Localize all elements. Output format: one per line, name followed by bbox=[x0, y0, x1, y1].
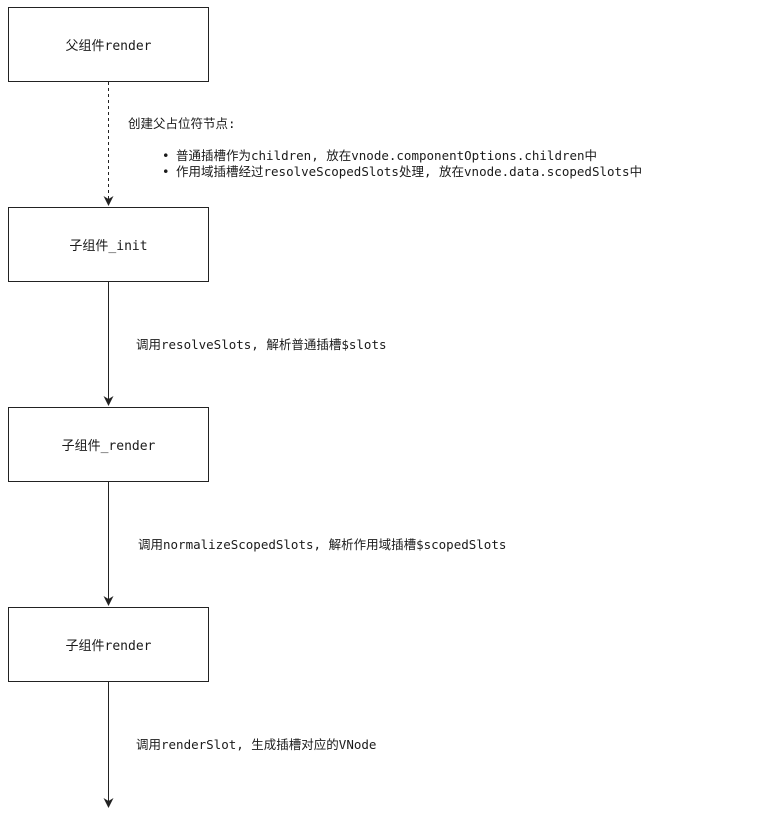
node-label: 子组件_render bbox=[61, 439, 156, 454]
node-label: 子组件render bbox=[65, 639, 152, 654]
edge-4-label: 调用renderSlot, 生成插槽对应的VNode bbox=[136, 737, 377, 752]
edge-1-title: 创建父占位符节点: bbox=[128, 116, 236, 131]
node-child-underscore-render: 子组件_render bbox=[8, 407, 209, 482]
node-label: 父组件render bbox=[65, 39, 152, 54]
edge-3-label: 调用normalizeScopedSlots, 解析作用域插槽$scopedSl… bbox=[138, 537, 507, 552]
node-child-render: 子组件render bbox=[8, 607, 209, 682]
edge-1-bullet: 作用域插槽经过resolveScopedSlots处理, 放在vnode.dat… bbox=[162, 164, 642, 180]
node-label: 子组件_init bbox=[69, 239, 148, 254]
node-child-init: 子组件_init bbox=[8, 207, 209, 282]
edge-1-bullet-list: 普通插槽作为children, 放在vnode.componentOptions… bbox=[162, 148, 642, 180]
node-parent-render: 父组件render bbox=[8, 7, 209, 82]
edge-2-label: 调用resolveSlots, 解析普通插槽$slots bbox=[136, 337, 387, 352]
edge-1-bullet: 普通插槽作为children, 放在vnode.componentOptions… bbox=[162, 148, 642, 164]
